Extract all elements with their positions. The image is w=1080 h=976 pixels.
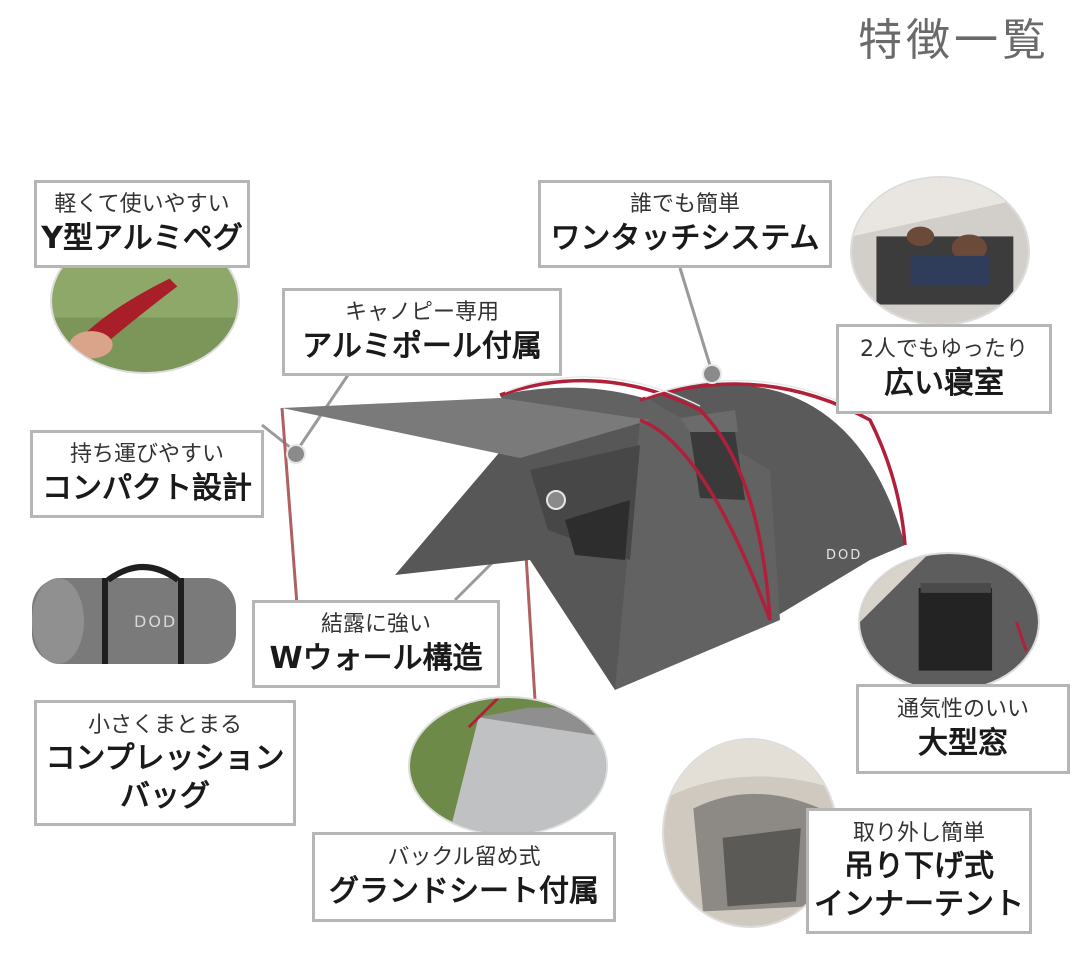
callout-bag: 小さくまとまる コンプレッション バッグ: [34, 700, 296, 826]
callout-wwall-sub: 結露に強い: [320, 612, 431, 638]
callout-dot-wwall: [546, 490, 566, 510]
callout-bedroom-main: 広い寝室: [884, 366, 1004, 402]
callout-bag-main-2: バッグ: [120, 778, 210, 814]
callout-groundsheet: バックル留め式 グランドシート付属: [312, 832, 616, 922]
callout-wwall: 結露に強い Wウォール構造: [252, 600, 500, 688]
callout-inner-sub: 取り外し簡単: [852, 820, 985, 846]
callout-bedroom-sub: 2人でもゆったり: [860, 337, 1028, 363]
callout-canopy-main: アルミポール付属: [302, 329, 542, 365]
compression-bag-image: [32, 564, 236, 664]
tent-logo: DOD: [826, 548, 863, 563]
callout-canopy-sub: キャノピー専用: [344, 300, 499, 326]
callout-canopy: キャノピー専用 アルミポール付属: [282, 288, 562, 376]
window-photo: [858, 552, 1040, 692]
callout-onetouch-main: ワンタッチシステム: [550, 221, 820, 257]
callout-compact-sub: 持ち運びやすい: [69, 442, 224, 468]
callout-peg: 軽くて使いやすい Y型アルミペグ: [34, 180, 250, 268]
callout-inner: 取り外し簡単 吊り下げ式 インナーテント: [806, 808, 1032, 934]
callout-window: 通気性のいい 大型窓: [856, 684, 1070, 774]
callout-bag-main-1: コンプレッション: [45, 741, 285, 777]
callout-dot-onetouch: [702, 364, 722, 384]
bag-logo: DOD: [134, 612, 178, 631]
callout-compact-main: コンパクト設計: [42, 471, 252, 507]
callout-inner-main-2: インナーテント: [814, 886, 1024, 922]
callout-groundsheet-sub: バックル留め式: [387, 845, 541, 871]
callout-peg-sub: 軽くて使いやすい: [54, 192, 230, 218]
callout-window-sub: 通気性のいい: [896, 697, 1029, 723]
page-title: 特徴一覧: [858, 15, 1050, 66]
callout-bag-sub: 小さくまとまる: [87, 712, 242, 738]
callout-compact: 持ち運びやすい コンパクト設計: [30, 430, 264, 518]
tent-canopy-tarp: [282, 398, 650, 458]
callout-peg-main: Y型アルミペグ: [41, 221, 243, 257]
callout-dot-canopy: [286, 444, 306, 464]
callout-onetouch-sub: 誰でも簡単: [629, 192, 740, 218]
callout-onetouch: 誰でも簡単 ワンタッチシステム: [538, 180, 832, 268]
groundsheet-photo: [408, 696, 608, 836]
callout-groundsheet-main: グランドシート付属: [329, 874, 599, 910]
callout-bedroom: 2人でもゆったり 広い寝室: [836, 324, 1052, 414]
callout-wwall-main: Wウォール構造: [269, 641, 483, 677]
callout-window-main: 大型窓: [918, 726, 1008, 762]
callout-inner-main-1: 吊り下げ式: [844, 849, 994, 885]
bedroom-photo: [850, 176, 1030, 326]
